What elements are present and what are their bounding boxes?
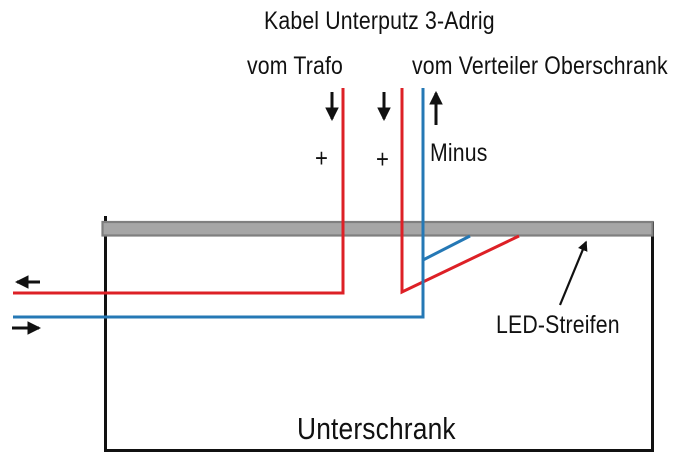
led-strip-label: LED-Streifen — [496, 311, 620, 339]
wire-blue-minus — [13, 88, 425, 319]
plus-polarity-label: + — [315, 143, 329, 173]
minus-polarity-label: Minus — [430, 139, 488, 167]
from-verteiler-oberschrank-label: vom Verteiler Oberschrank — [412, 52, 668, 80]
wire-blue-ledstrip-branch — [422, 234, 471, 262]
wire-red-ledstrip — [400, 88, 520, 295]
led-strip-bar — [101, 220, 654, 237]
plus-polarity-label: + — [376, 144, 390, 174]
led-strip-pointer-arrow-icon — [558, 240, 588, 306]
wire-red-trafo — [13, 88, 345, 295]
unterschrank-label: Unterschrank — [297, 411, 456, 446]
diagram-title: Kabel Unterputz 3-Adrig — [264, 7, 495, 35]
from-trafo-label: vom Trafo — [247, 52, 344, 80]
